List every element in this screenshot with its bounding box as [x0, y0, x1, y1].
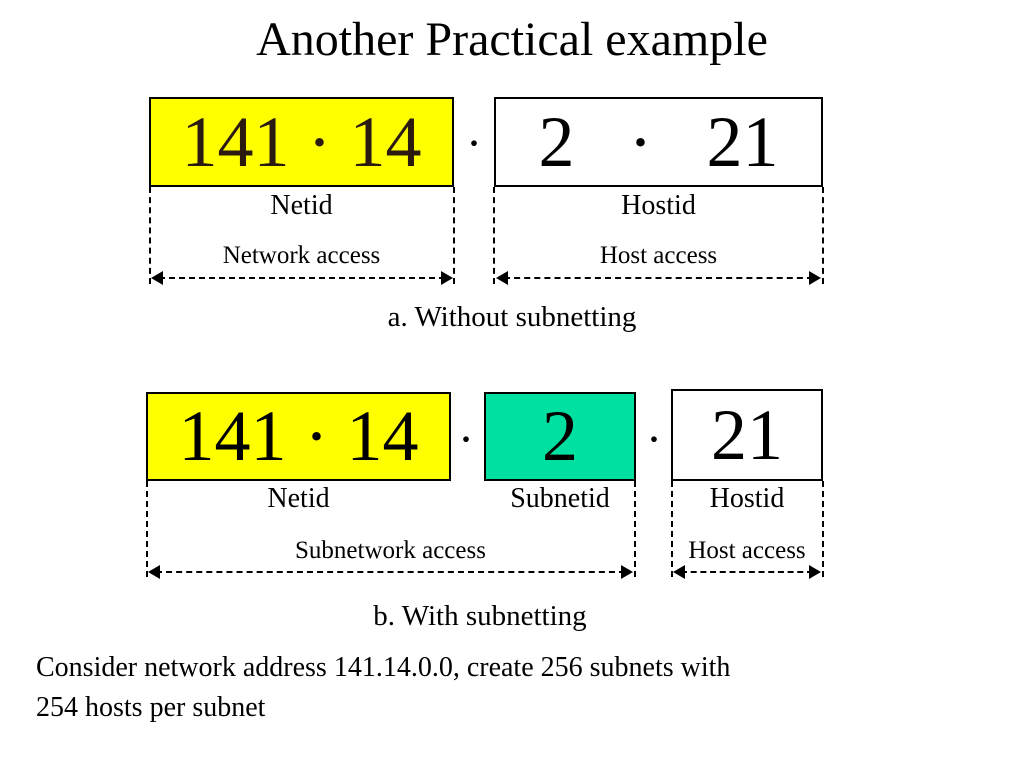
hostid-value-a: 2 · 21: [538, 102, 779, 182]
host-access-arrow-b: [673, 565, 821, 579]
caption-a: a. Without subnetting: [387, 301, 637, 333]
subnetwork-access-arrow: [148, 565, 633, 579]
hostid-value-b: 21: [711, 395, 783, 475]
host-access-label-b: Host access: [688, 537, 806, 564]
netid-label-a: Netid: [270, 190, 333, 221]
separator-dot-b2: ·: [646, 413, 662, 466]
subnetid-label: Subnetid: [510, 483, 610, 514]
netid-value-b: 141 · 14: [178, 396, 419, 476]
guide-line: [822, 187, 824, 284]
problem-statement-line-2: 254 hosts per subnet: [36, 692, 266, 723]
guide-line: [634, 481, 636, 577]
guide-line: [671, 481, 673, 577]
page-title: Another Practical example: [256, 13, 768, 66]
netid-box-b: 141 · 14: [146, 392, 451, 481]
caption-b: b. With subnetting: [373, 600, 587, 632]
guide-line: [822, 481, 824, 577]
subnetwork-access-label: Subnetwork access: [295, 537, 486, 564]
problem-statement-line-1: Consider network address 141.14.0.0, cre…: [36, 652, 731, 683]
separator-dot-b1: ·: [458, 413, 474, 466]
hostid-label-b: Hostid: [709, 483, 785, 514]
guide-line: [146, 481, 148, 577]
guide-line: [493, 187, 495, 284]
network-access-arrow: [151, 271, 453, 285]
host-access-label-a: Host access: [599, 242, 718, 269]
hostid-box-a: 2 · 21: [494, 97, 823, 187]
hostid-box-b: 21: [671, 389, 823, 481]
hostid-label-a: Hostid: [621, 190, 696, 221]
netid-label-b: Netid: [267, 483, 330, 514]
netid-value-a: 141 · 14: [181, 102, 422, 182]
netid-box-a: 141 · 14: [149, 97, 454, 187]
separator-dot-a: ·: [466, 117, 482, 170]
host-access-arrow-a: [496, 271, 821, 285]
network-access-label: Network access: [222, 242, 381, 269]
guide-line: [453, 187, 455, 284]
guide-line: [149, 187, 151, 284]
problem-statement: Consider network address 141.14.0.0, cre…: [36, 648, 936, 728]
subnetid-value: 2: [542, 396, 578, 476]
subnetid-box: 2: [484, 392, 636, 481]
